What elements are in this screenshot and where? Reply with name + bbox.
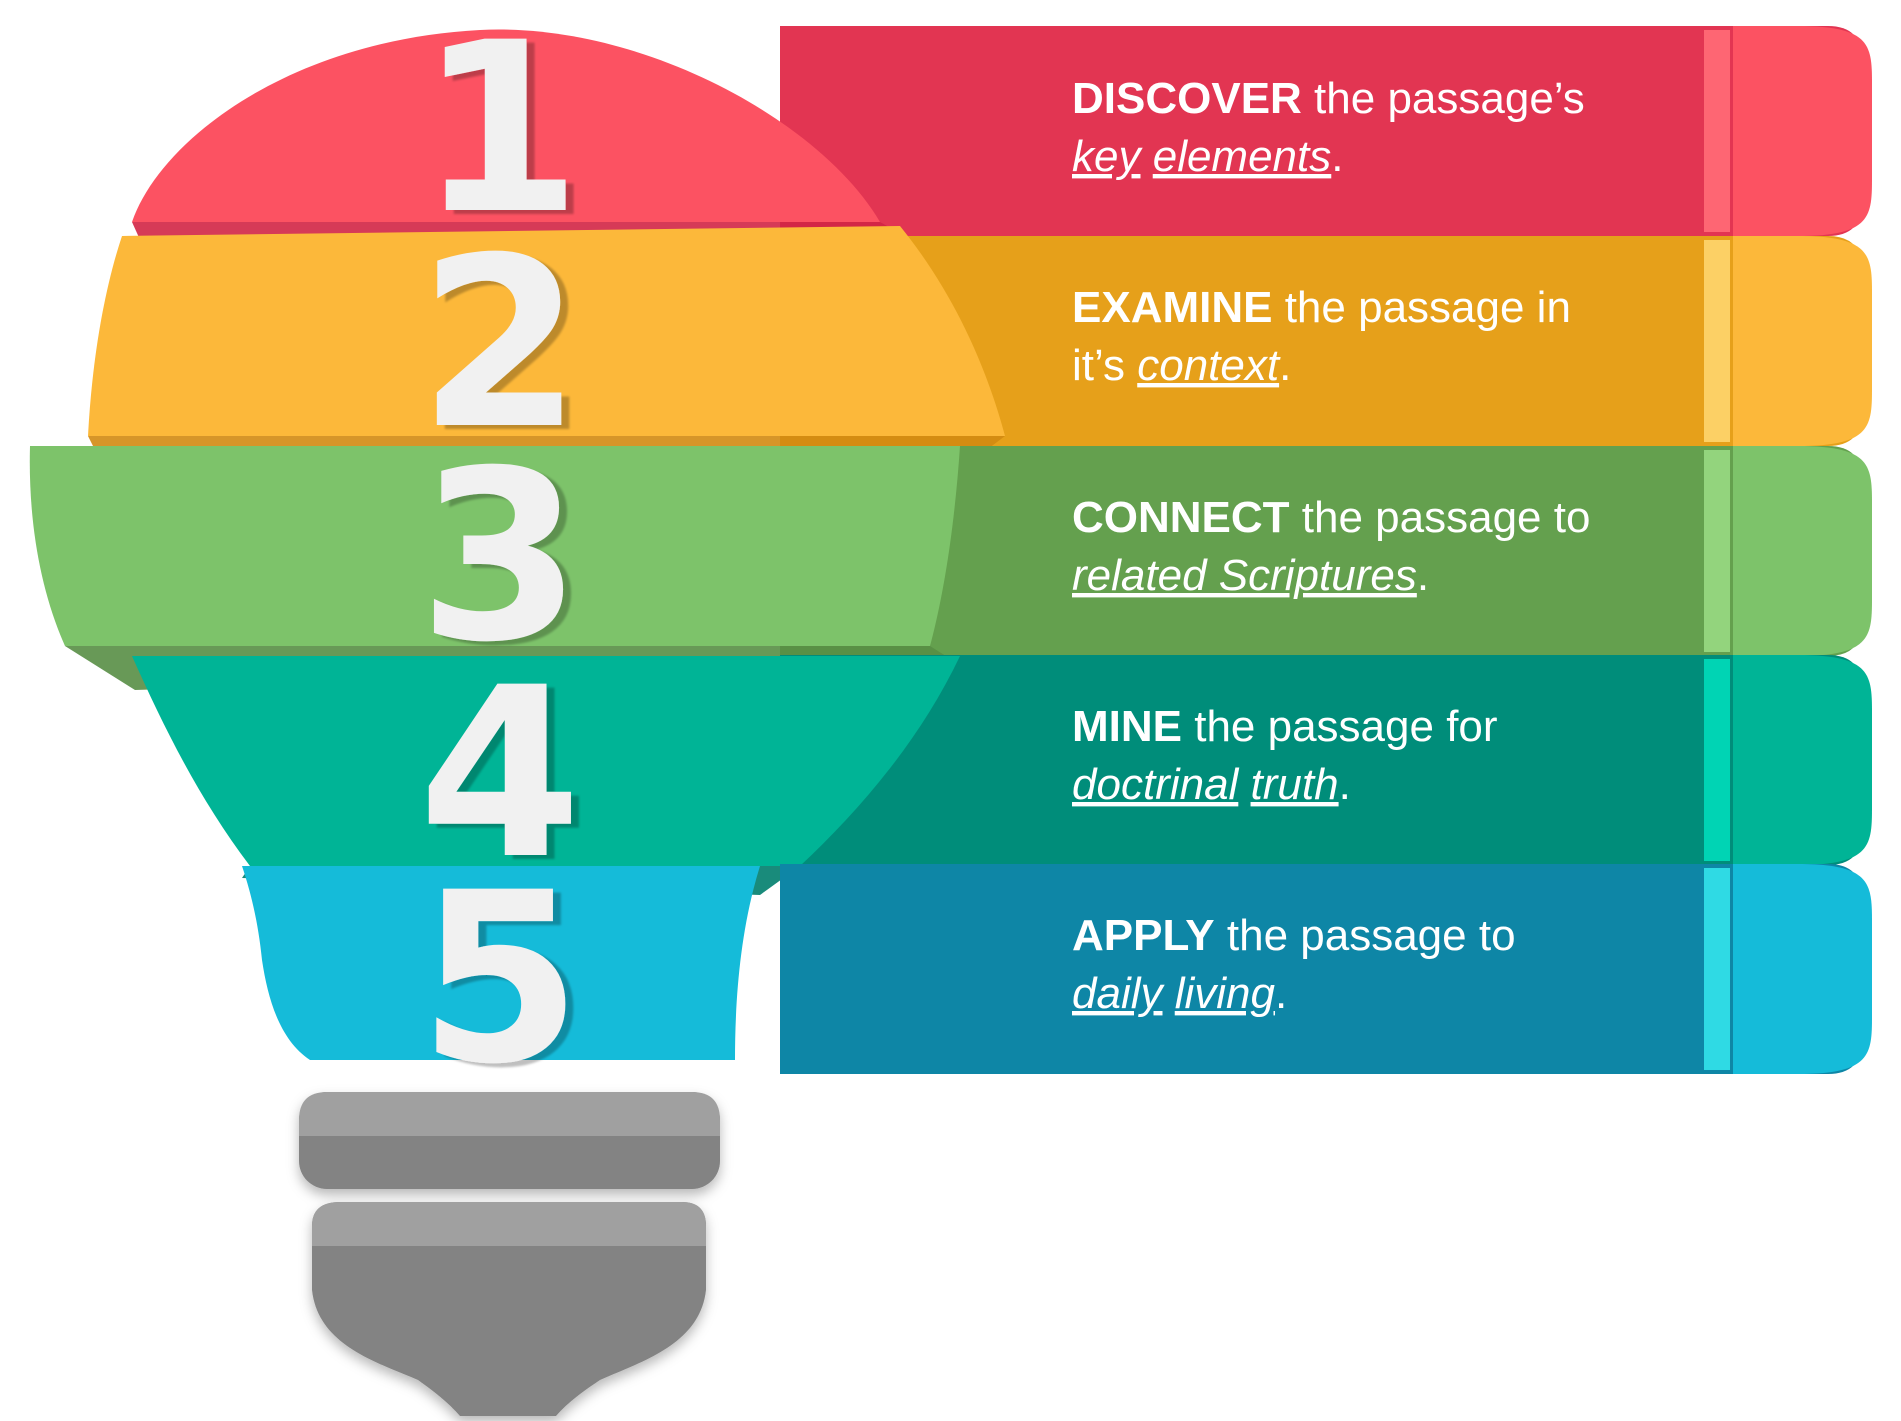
step-4-text-segment — [1238, 760, 1250, 809]
step-4-text-line-1: MINE the passage for — [1072, 702, 1498, 751]
step-5-text-segment — [1163, 969, 1175, 1018]
step-2-ribbon-end — [1733, 236, 1872, 446]
step-5-text-segment: . — [1275, 969, 1287, 1018]
step-3-text-segment: related Scriptures — [1072, 551, 1417, 600]
steps-bands — [29, 26, 1872, 1074]
step-2-bulb-segment — [88, 226, 1005, 436]
step-5-number: 5 — [418, 843, 582, 1116]
step-1-text-segment: elements — [1153, 132, 1332, 181]
step-4-number: 4 — [418, 638, 582, 911]
step-2-number: 2 — [418, 208, 582, 481]
step-1-text-segment: the passage’s — [1302, 74, 1585, 123]
step-4-bulb-segment — [132, 656, 960, 866]
step-3-text-segment: CONNECT — [1072, 493, 1290, 542]
step-3-number: 3 — [418, 421, 582, 694]
bulb-base — [299, 1092, 720, 1416]
step-1-text-segment — [1140, 132, 1152, 181]
step-3-bulb-segment — [29, 446, 961, 646]
step-1-ribbon — [780, 26, 1862, 236]
step-5-text-line-2: daily living. — [1072, 969, 1287, 1018]
step-2-text-line-2: it’s context. — [1072, 341, 1291, 390]
step-3-ribbon-fold — [1704, 450, 1730, 652]
step-2-text-segment: it’s — [1072, 341, 1137, 390]
step-4-text-segment: MINE — [1072, 702, 1182, 751]
step-3-text-line-1: CONNECT the passage to — [1072, 493, 1590, 542]
steps-labels: 1 DISCOVER the passage’s key elements. 2 EXA… — [418, 0, 1590, 1116]
step-1-ribbon-fold — [1704, 30, 1730, 232]
step-3-text-segment: the passage to — [1290, 493, 1591, 542]
step-2-text-segment: . — [1279, 341, 1291, 390]
step-2-text-segment: context — [1137, 341, 1281, 390]
step-5-band — [242, 864, 1872, 1074]
step-2-text-segment: EXAMINE — [1072, 283, 1272, 332]
step-1-text-segment: DISCOVER — [1072, 74, 1302, 123]
step-4-text-line-2: doctrinal truth. — [1072, 760, 1351, 809]
step-4-text-segment: the passage for — [1182, 702, 1498, 751]
step-5-text-segment: daily — [1072, 969, 1165, 1018]
step-1-ribbon-end — [1733, 26, 1872, 236]
step-4-ribbon-end — [1733, 655, 1872, 865]
step-2-band — [88, 226, 1872, 470]
step-5-text-segment: APPLY — [1072, 911, 1215, 960]
step-3-text-segment: . — [1417, 551, 1429, 600]
step-1-text-line-2: key elements. — [1072, 132, 1344, 181]
step-4-text-segment: . — [1339, 760, 1351, 809]
step-1-text-segment: . — [1331, 132, 1343, 181]
step-5-ribbon — [780, 864, 1862, 1074]
step-2-text-segment: the passage in — [1272, 283, 1570, 332]
step-5-text-segment: the passage to — [1215, 911, 1516, 960]
step-5-ribbon-end — [1733, 864, 1872, 1074]
step-3-ribbon — [780, 446, 1862, 656]
step-4-band — [132, 655, 1872, 895]
step-4-text-segment: doctrinal — [1072, 760, 1240, 809]
step-5-text-line-1: APPLY the passage to — [1072, 911, 1516, 960]
step-2-ribbon — [780, 236, 1862, 446]
step-4-ribbon — [780, 655, 1862, 865]
step-5-text-segment: living — [1175, 969, 1276, 1018]
step-2-text-line-1: EXAMINE the passage in — [1072, 283, 1571, 332]
step-4-ribbon-fold — [1704, 659, 1730, 861]
step-1-number: 1 — [418, 0, 582, 266]
step-3-text-line-2: related Scriptures. — [1072, 551, 1429, 600]
step-2-ribbon-fold — [1704, 240, 1730, 442]
step-1-bulb-segment — [132, 29, 880, 222]
step-1-band — [132, 26, 1872, 262]
step-3-band — [29, 446, 1872, 690]
step-3-ribbon-end — [1733, 446, 1872, 656]
bulb-base-cap — [312, 1202, 706, 1416]
step-1-text-line-1: DISCOVER the passage’s — [1072, 74, 1585, 123]
step-5-bulb-segment — [242, 866, 760, 1060]
step-4-text-segment: truth — [1251, 760, 1339, 809]
step-5-ribbon-fold — [1704, 868, 1730, 1070]
bulb-base-ring-upper — [299, 1092, 720, 1189]
step-1-text-segment: key — [1072, 132, 1143, 181]
